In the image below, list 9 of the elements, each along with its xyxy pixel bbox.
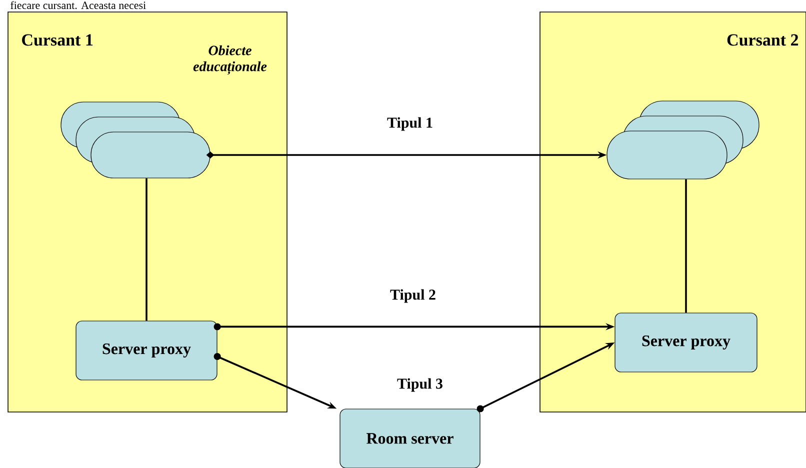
edge-label: Tipul 1 — [387, 117, 432, 131]
page-text: fiecare cursant. Aceasta necesi — [10, 1, 146, 10]
stack-heading: Obiecte educaționale — [193, 45, 267, 75]
object-stack — [606, 100, 760, 180]
server-box: Server proxy — [614, 312, 758, 372]
server-box: Room server — [340, 408, 480, 468]
arrow-label: Tipul 3 — [397, 378, 442, 392]
server-box: Server proxy — [76, 320, 218, 380]
edge-label: Tipul 2 — [390, 289, 436, 303]
